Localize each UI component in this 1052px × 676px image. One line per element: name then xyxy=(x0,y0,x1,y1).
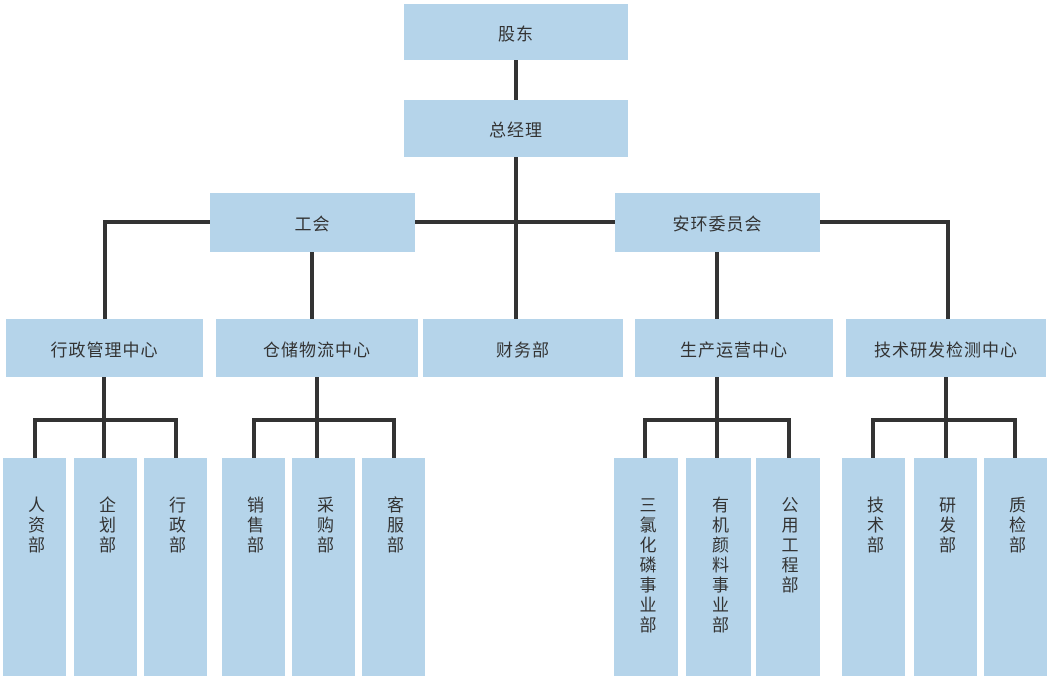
connector-g3-horizontal xyxy=(643,418,791,422)
node-technology-dept: 技术部 xyxy=(842,458,905,676)
node-customer-service-dept-label: 客服部 xyxy=(384,496,403,556)
node-warehouse-logistics-center: 仓储物流中心 xyxy=(216,319,418,377)
node-admin-dept-label: 行政部 xyxy=(166,496,185,556)
node-warehouse-logistics-center-label: 仓储物流中心 xyxy=(263,340,371,360)
node-general-manager: 总经理 xyxy=(404,100,628,157)
node-quality-inspection-dept: 质检部 xyxy=(984,458,1047,676)
connector-g4-drop-right xyxy=(1013,420,1017,458)
node-rd-dept-label: 研发部 xyxy=(936,496,955,556)
connector-g4-stem xyxy=(944,377,948,458)
node-sales-dept: 销售部 xyxy=(222,458,285,676)
node-purchasing-dept-label: 采购部 xyxy=(314,496,333,556)
node-admin-mgmt-center-label: 行政管理中心 xyxy=(50,340,159,360)
node-planning-dept-label: 企划部 xyxy=(96,496,115,556)
connector-union-warehouse xyxy=(310,252,314,319)
node-quality-inspection-dept-label: 质检部 xyxy=(1006,496,1025,556)
node-public-engineering-dept: 公用工程部 xyxy=(756,458,820,676)
node-public-engineering-dept-label: 公用工程部 xyxy=(778,496,798,596)
connector-drop-tech-center xyxy=(946,220,950,319)
node-safety-env-committee-label: 安环委员会 xyxy=(672,215,763,234)
connector-g3-stem xyxy=(715,377,719,458)
connector-g3-drop-right xyxy=(787,420,791,458)
node-tech-rd-testing-center-label: 技术研发检测中心 xyxy=(874,340,1018,360)
node-planning-dept: 企划部 xyxy=(74,458,137,676)
connector-g1-drop-right xyxy=(174,420,178,458)
connector-g1-drop-left xyxy=(33,420,37,458)
node-technology-dept-label: 技术部 xyxy=(864,496,883,556)
connector-committee-production xyxy=(715,252,719,319)
node-customer-service-dept: 客服部 xyxy=(362,458,425,676)
node-sales-dept-label: 销售部 xyxy=(244,496,263,556)
connector-g2-horizontal xyxy=(252,418,396,422)
node-labor-union-label: 工会 xyxy=(294,215,331,234)
node-labor-union: 工会 xyxy=(210,193,415,252)
node-organic-pigment-bu-label: 有机颜料事业部 xyxy=(709,496,728,636)
node-tech-rd-testing-center: 技术研发检测中心 xyxy=(846,319,1046,377)
connector-gm-trunk xyxy=(514,157,518,319)
connector-drop-admin-center xyxy=(103,220,107,319)
connector-shareholders-gm xyxy=(514,60,518,100)
connector-level2-horizontal xyxy=(103,220,950,224)
node-phosphorus-trichloride-bu: 三氯化磷事业部 xyxy=(614,458,678,676)
connector-g4-horizontal xyxy=(871,418,1017,422)
connector-g1-stem xyxy=(102,377,106,458)
connector-g3-drop-left xyxy=(643,420,647,458)
node-shareholders: 股东 xyxy=(404,4,628,60)
node-hr-dept: 人资部 xyxy=(3,458,66,676)
node-phosphorus-trichloride-bu-label: 三氯化磷事业部 xyxy=(636,496,656,636)
connector-g1-horizontal xyxy=(33,418,178,422)
node-purchasing-dept: 采购部 xyxy=(292,458,355,676)
node-organic-pigment-bu: 有机颜料事业部 xyxy=(686,458,751,676)
node-production-ops-center: 生产运营中心 xyxy=(635,319,833,377)
connector-g2-stem xyxy=(315,377,319,458)
node-shareholders-label: 股东 xyxy=(498,24,534,44)
node-admin-mgmt-center: 行政管理中心 xyxy=(6,319,203,377)
node-production-ops-center-label: 生产运营中心 xyxy=(680,340,788,360)
connector-g2-drop-right xyxy=(392,420,396,458)
node-admin-dept: 行政部 xyxy=(144,458,207,676)
connector-g2-drop-left xyxy=(252,420,256,458)
node-hr-dept-label: 人资部 xyxy=(25,496,44,556)
node-safety-env-committee: 安环委员会 xyxy=(615,193,820,252)
node-general-manager-label: 总经理 xyxy=(489,121,543,140)
node-rd-dept: 研发部 xyxy=(914,458,977,676)
connector-g4-drop-left xyxy=(871,420,875,458)
node-finance-dept-label: 财务部 xyxy=(496,340,550,360)
node-finance-dept: 财务部 xyxy=(423,319,623,377)
